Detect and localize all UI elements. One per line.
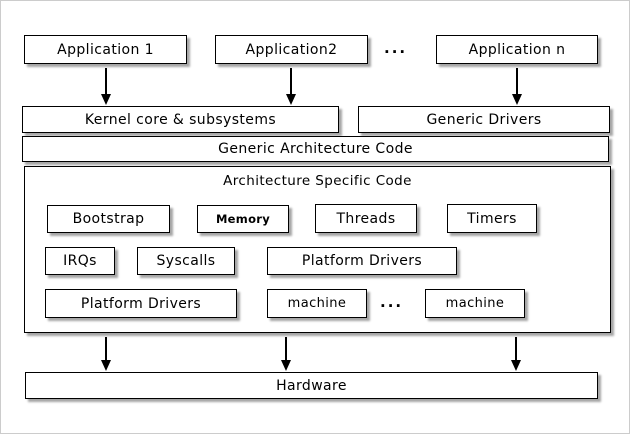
application-1-label: Application 1 <box>57 41 154 58</box>
arrow-shaft <box>105 337 107 360</box>
threads-label: Threads <box>336 210 396 227</box>
arrow-head <box>285 94 296 105</box>
box-timers: Timers <box>447 204 537 233</box>
box-kernel-core: Kernel core & subsystems <box>22 106 339 133</box>
arrow-shaft <box>290 68 292 94</box>
arrow-shaft <box>105 68 107 94</box>
box-application-2: Application2 <box>215 35 368 64</box>
box-application-n: Application n <box>436 35 598 64</box>
bootstrap-label: Bootstrap <box>72 211 145 227</box>
down-arrow-icon <box>285 68 297 105</box>
down-arrow-icon <box>511 68 523 105</box>
down-arrow-icon <box>100 337 112 371</box>
box-syscalls: Syscalls <box>137 247 235 275</box>
platform-drivers-upper-label: Platform Drivers <box>301 253 423 269</box>
arrow-shaft <box>516 68 518 94</box>
box-application-1: Application 1 <box>24 35 187 64</box>
generic-architecture-code-label: Generic Architecture Code <box>218 141 413 157</box>
box-machine-1: machine <box>267 289 367 318</box>
arrow-head <box>100 360 111 371</box>
box-machine-2: machine <box>425 289 525 318</box>
platform-drivers-lower-label: Platform Drivers <box>80 295 202 312</box>
down-arrow-icon <box>100 68 112 105</box>
arrow-head <box>510 360 521 371</box>
box-irqs: IRQs <box>45 247 115 275</box>
kernel-core-label: Kernel core & subsystems <box>84 111 277 128</box>
irqs-label: IRQs <box>63 253 97 269</box>
hardware-label: Hardware <box>276 377 347 394</box>
box-hardware: Hardware <box>25 372 598 399</box>
application-2-label: Application2 <box>245 41 338 58</box>
syscalls-label: Syscalls <box>156 253 216 269</box>
machine-2-label: machine <box>445 296 505 311</box>
box-generic-architecture-code: Generic Architecture Code <box>22 136 609 162</box>
box-architecture-specific-code: Architecture Specific Code Bootstrap Mem… <box>24 166 611 333</box>
arrow-head <box>511 94 522 105</box>
machines-ellipsis: ... <box>380 293 404 311</box>
timers-label: Timers <box>467 210 517 227</box>
box-bootstrap: Bootstrap <box>47 205 170 233</box>
box-threads: Threads <box>315 204 417 233</box>
arrow-head <box>100 94 111 105</box>
memory-label: Memory <box>215 212 271 226</box>
down-arrow-icon <box>280 337 292 371</box>
arrow-head <box>280 360 291 371</box>
architecture-specific-code-title: Architecture Specific Code <box>223 173 412 189</box>
arrow-shaft <box>515 337 517 360</box>
machine-1-label: machine <box>287 296 347 311</box>
box-platform-drivers-lower: Platform Drivers <box>45 289 237 318</box>
box-platform-drivers-upper: Platform Drivers <box>267 247 457 275</box>
box-memory: Memory <box>197 205 289 233</box>
box-generic-drivers: Generic Drivers <box>358 106 610 133</box>
generic-drivers-label: Generic Drivers <box>426 111 542 128</box>
arrow-shaft <box>285 337 287 360</box>
application-n-label: Application n <box>468 41 566 58</box>
applications-ellipsis: ... <box>384 39 408 57</box>
down-arrow-icon <box>510 337 522 371</box>
